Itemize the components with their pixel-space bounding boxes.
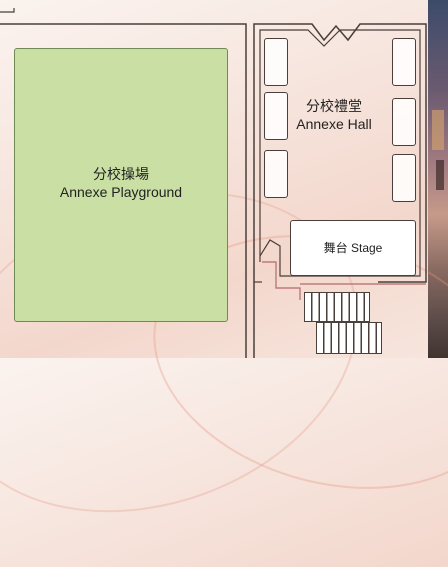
hall-left-room[interactable] bbox=[264, 150, 288, 198]
photo-detail bbox=[432, 110, 444, 150]
hall-left-room[interactable] bbox=[264, 92, 288, 140]
stage-label: 舞台 Stage bbox=[323, 241, 383, 255]
background-photo-strip bbox=[428, 0, 448, 358]
playground-label: 分校操場 Annexe Playground bbox=[15, 165, 227, 201]
hall-lower-wall bbox=[262, 261, 301, 300]
stage-area[interactable]: 舞台 Stage bbox=[290, 220, 416, 276]
hall-right-room[interactable] bbox=[392, 98, 416, 146]
floor-plan-walls bbox=[0, 8, 427, 358]
stairs-upper bbox=[304, 292, 370, 322]
annexe-hall-label[interactable]: 分校禮堂 Annexe Hall bbox=[292, 97, 376, 133]
playground-boundary-wall bbox=[0, 23, 247, 358]
wall-fragment bbox=[0, 8, 15, 13]
annexe-playground-area[interactable]: 分校操場 Annexe Playground bbox=[14, 48, 228, 322]
photo-detail bbox=[436, 160, 444, 190]
hall-label-en: Annexe Hall bbox=[296, 116, 372, 132]
hall-right-room[interactable] bbox=[392, 154, 416, 202]
hall-inner-wall bbox=[259, 29, 421, 277]
playground-label-zh: 分校操場 bbox=[93, 166, 149, 182]
hall-outer-wall bbox=[253, 23, 427, 358]
hall-right-room[interactable] bbox=[392, 38, 416, 86]
stairs-lower bbox=[316, 322, 382, 354]
hall-label-zh: 分校禮堂 bbox=[306, 98, 362, 114]
playground-label-en: Annexe Playground bbox=[59, 184, 183, 200]
hall-left-room[interactable] bbox=[264, 38, 288, 86]
